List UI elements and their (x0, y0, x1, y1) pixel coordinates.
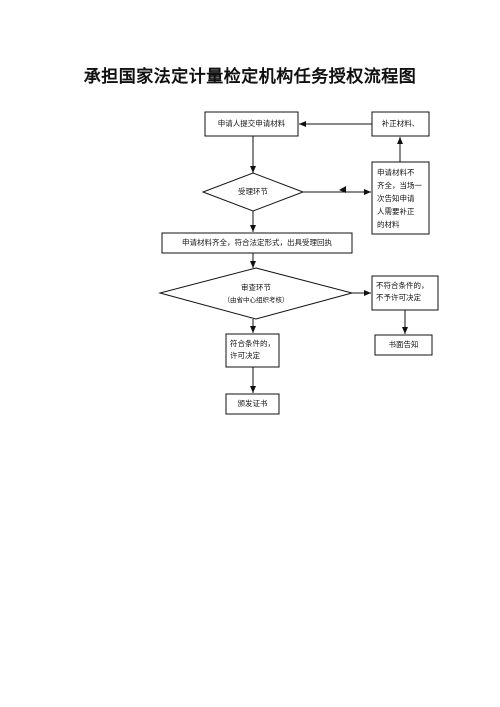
written-notice-box (374, 334, 433, 356)
pass-label: 符合条件的， 许可决定 (230, 338, 279, 362)
notify-line: 人需要补正 (377, 207, 415, 216)
notify-line: 次告知申请 (377, 194, 415, 203)
supplement-box (371, 111, 430, 137)
review-sub-label: （由省中心组织考核） (223, 296, 289, 304)
page-title: 承担国家法定计量检定机构任务授权流程图 (83, 67, 417, 87)
submit-box (204, 111, 299, 137)
receipt-label: 申请材料齐全，符合法定形式，出具受理回执 (182, 238, 332, 247)
pass-line: 许可决定 (230, 351, 260, 360)
fail-line: 不符合条件的， (376, 281, 429, 290)
notify-line: 的材料 (377, 220, 400, 229)
review-label: 审查环节 (241, 283, 271, 292)
notify-box (371, 161, 430, 235)
notify-label: 申请材料不 齐全，当场一 次告知申请 人需要补正 的材料 (377, 166, 429, 231)
submit-label: 申请人提交申请材料 (217, 119, 286, 128)
fail-box (371, 275, 439, 311)
fail-label: 不符合条件的， 不予许可决定 (376, 280, 438, 304)
written-notice-label: 书面告知 (388, 340, 419, 349)
review-diamond (158, 267, 354, 320)
receipt-box (161, 232, 353, 254)
arrow-accept-side-marker (339, 186, 346, 193)
pass-box (225, 333, 280, 368)
notify-line: 申请材料不 (377, 168, 415, 177)
accept-label: 受理环节 (238, 187, 268, 196)
certificate-box (225, 393, 280, 415)
supplement-label: 补正材料、 (381, 119, 420, 128)
fail-line: 不予许可决定 (376, 293, 421, 302)
notify-line: 齐全，当场一 (377, 181, 422, 190)
pass-line: 符合条件的， (230, 339, 275, 348)
certificate-label: 颁发证书 (237, 399, 268, 408)
